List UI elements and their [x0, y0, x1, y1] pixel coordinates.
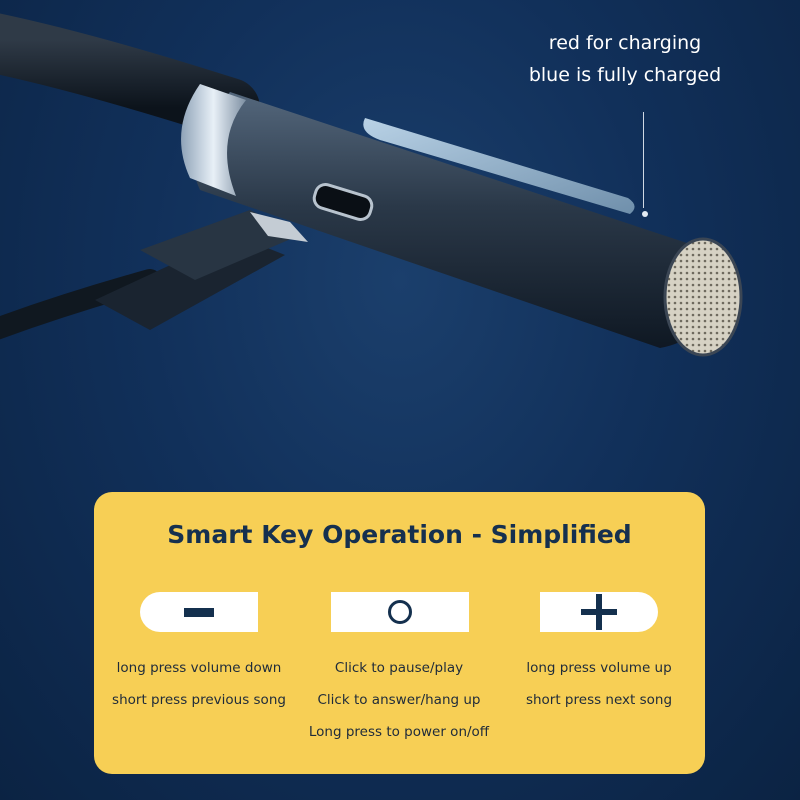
charging-red-label: red for charging: [548, 32, 702, 54]
panel-title: Smart Key Operation - Simplified: [167, 520, 632, 549]
minus-icon: [184, 607, 214, 617]
button-strip: [363, 118, 635, 214]
usb-c-connector-icon: [250, 212, 308, 242]
plus-key: [540, 592, 658, 632]
callout-line: [643, 112, 644, 208]
micro-usb-port-icon: [312, 183, 374, 221]
description-line: long press volume down: [116, 660, 282, 676]
dongle-body: [194, 92, 714, 348]
smart-key-panel: Smart Key Operation - Simplified long pr…: [94, 492, 705, 774]
charging-blue-label: blue is fully charged: [528, 64, 722, 86]
circle-key-description: Click to pause/play Click to answer/hang…: [299, 652, 499, 748]
description-line: short press next song: [525, 692, 673, 708]
circle-icon: [388, 600, 412, 624]
plus-key-description: long press volume up short press next so…: [499, 652, 699, 716]
description-line: short press previous song: [112, 692, 286, 708]
plus-icon: [581, 594, 617, 630]
led-indicator-icon: [642, 211, 648, 217]
description-line: Click to pause/play: [334, 660, 464, 676]
minus-key: [140, 592, 258, 632]
minus-key-description: long press volume down short press previ…: [99, 652, 299, 716]
usb-plug-body: [140, 210, 300, 280]
description-line: long press volume up: [526, 660, 672, 676]
description-line: Long press to power on/off: [308, 724, 490, 740]
description-line: Click to answer/hang up: [317, 692, 481, 708]
speaker-mesh-icon: [663, 237, 743, 357]
circle-key: [331, 592, 469, 632]
metal-ring: [181, 84, 246, 196]
